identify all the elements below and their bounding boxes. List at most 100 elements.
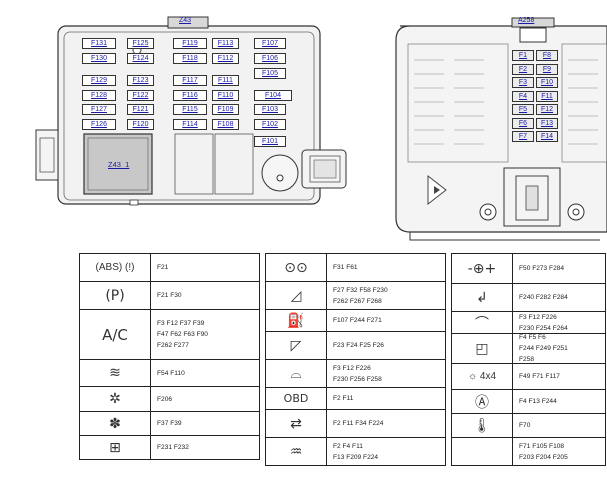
fuse-label: F111 [218,77,233,84]
fuse-label: F108 [217,121,234,128]
fuse-label: F11 [541,92,553,100]
legend-fuse-list: F4 F13 F244 [512,389,606,414]
trailer-icon: ⇄ [265,409,327,438]
legend-icon-glyph: A/C [102,325,128,344]
fuse-f111: F111 [212,75,239,86]
fuse-label: F113 [217,40,234,47]
legend-icon-glyph: ⌓ [290,365,302,382]
fuse-label: F1 [518,52,528,59]
fuse-f1: F1 [512,50,534,61]
fuse-label: F121 [132,106,149,113]
fuse-label: F5 [518,106,528,113]
legend-fuse-list: F2 F11 F34 F224 [326,409,446,438]
fuse-f112: F112 [212,53,239,64]
fuse-label: F115 [182,106,198,113]
fuse-f11: F11 [536,90,558,102]
fuse-label: F13 [540,119,554,127]
fuse-f124: F124 [127,53,154,64]
light-icon [451,437,513,466]
fuse-f102: F102 [254,119,286,130]
obd-icon: OBD [265,387,327,410]
fuse-label: F7 [518,133,528,140]
legend-icon-glyph: Ⓐ [475,394,489,411]
legend-fuse-list: F4 F5 F6 F244 F249 F251 F258 [512,333,606,364]
legend-fuse-list: F107 F244 F271 [326,309,446,332]
fuse-f101: F101 [254,136,286,147]
fuse-f7: F7 [512,131,534,142]
legend-fuse-list: F37 F39 [150,411,260,436]
legend-fuse-list: F54 F110 [150,359,260,387]
fuse-f126: F126 [82,119,116,130]
fuse-label: F109 [217,106,234,113]
temperature-icon: 🌡 [451,413,513,438]
legend-fuse-list: F50 F273 F284 [512,253,606,284]
fuse-label: F3 [518,79,528,86]
fuse-label: F117 [182,77,198,84]
fuse-label: F106 [262,55,278,62]
fuse-f106: F106 [254,53,286,64]
legend-icon-glyph: 🌡 [473,417,491,434]
four-wheel-drive-icon: ☼ 4x4 [451,363,513,390]
instrument-cluster-icon: ⊙⊙ [265,253,327,282]
left-box-label: Z43 [179,17,192,24]
legend-fuse-list: F23 F24 F25 F26 [326,331,446,360]
fuse-label: F127 [91,106,107,113]
fuse-f114: F114 [173,119,207,130]
fuse-f130: F130 [82,53,116,64]
legend-icon-glyph: ✲ [109,391,121,407]
fuse-f6: F6 [512,117,534,129]
legend-icon-glyph: ◰ [475,340,489,357]
seat-heater-icon: ≋ [79,359,151,387]
mirror-icon: ↲ [451,283,513,312]
legend-fuse-list: F2 F11 [326,387,446,410]
fuse-label: F8 [542,52,552,59]
fuse-f122: F122 [127,90,154,101]
legend-fuse-list: F3 F12 F226 F230 F254 F264 [512,311,606,334]
fuse-label: F12 [540,106,554,113]
legend-icon-glyph: (ABS) (!) [95,262,135,273]
legend-fuse-list: F49 F71 F117 [512,363,606,390]
fuse-f116: F116 [173,90,207,101]
legend-icon-glyph: ⌒ [475,315,489,332]
fuse-label: F6 [518,119,528,127]
legend-icon-glyph: ⊙⊙ [284,259,308,276]
fuse-f14: F14 [536,131,558,142]
legend-icon-glyph: ≋ [109,365,121,381]
sunroof-icon: ◿ [265,281,327,310]
fuse-f9: F9 [536,63,558,75]
parking-brake-icon: (P) [79,281,151,310]
fuse-label: F130 [91,55,107,62]
fuse-label: F105 [262,70,278,77]
legend-icon-glyph: (P) [105,287,125,304]
rear-defrost-icon: ⊞ [79,435,151,460]
fuse-f8: F8 [536,50,558,61]
fuse-label: F119 [182,40,198,47]
relay-label: Z43_1 [108,160,130,169]
fuse-f119: F119 [173,38,207,49]
fuse-f120: F120 [127,119,154,130]
legend-icon-glyph: ⊞ [109,439,121,456]
fuse-label: F129 [91,77,107,84]
legend-icon-glyph: -⊕+ [467,260,497,277]
legend-icon-glyph: OBD [283,392,309,405]
fuse-f2: F2 [512,63,534,75]
fuel-pump-icon: ⛽ [265,309,327,332]
fuse-f118: F118 [173,53,207,64]
legend-fuse-list: F3 F12 F226 F230 F256 F258 [326,359,446,388]
fuse-f110: F110 [212,90,239,101]
fuse-label: F107 [262,40,278,47]
legend-fuse-list: F27 F32 F58 F230 F262 F267 F268 [326,281,446,310]
legend-icon-glyph: ☼ 4x4 [467,371,497,382]
legend-fuse-list: F240 F282 F284 [512,283,606,312]
fuse-label: F110 [217,92,234,99]
fuse-label: F122 [132,92,149,99]
fuse-f131: F131 [82,38,116,49]
fuse-f10: F10 [536,77,558,88]
fuse-f129: F129 [82,75,116,86]
fuse-label: F103 [262,106,278,113]
fuse-f107: F107 [254,38,286,49]
auto-icon: Ⓐ [451,389,513,414]
legend-icon-glyph: ♒ [289,443,303,460]
fuse-f123: F123 [127,75,154,86]
fuse-f5: F5 [512,104,534,115]
